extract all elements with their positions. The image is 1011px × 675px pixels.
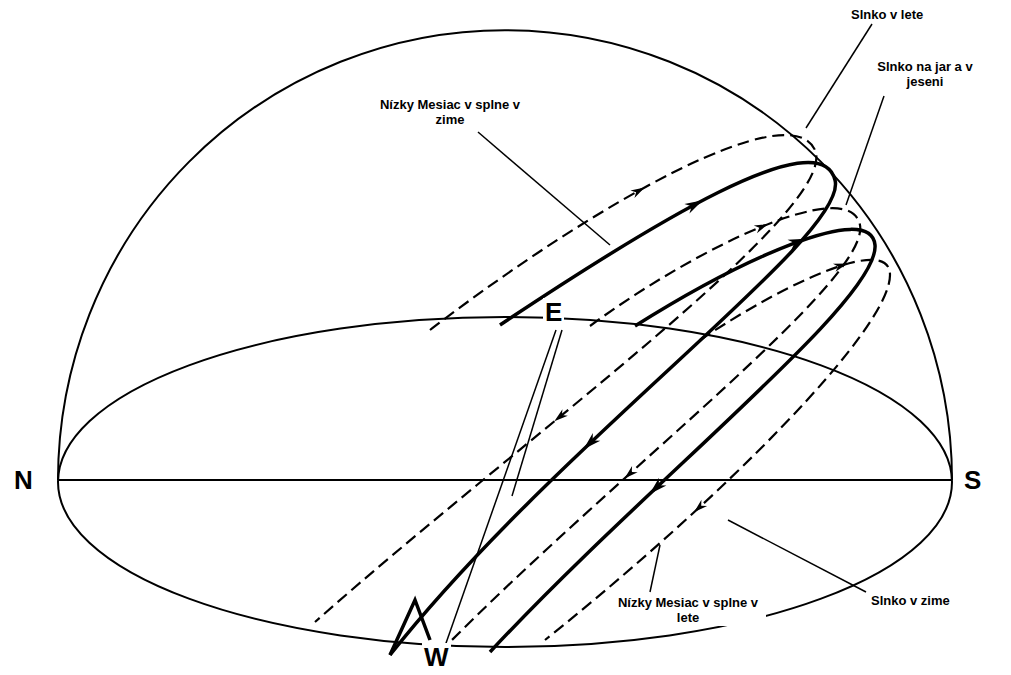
compass-letter: S bbox=[962, 466, 983, 494]
leader-line bbox=[846, 96, 884, 205]
arrowhead bbox=[754, 220, 770, 233]
sun-path-equinox bbox=[445, 208, 860, 647]
arrowhead bbox=[788, 234, 809, 250]
arrowhead bbox=[552, 409, 568, 424]
arrowhead bbox=[630, 184, 646, 198]
leader-line bbox=[806, 24, 872, 128]
compass-letter: N bbox=[12, 466, 35, 494]
sky-paths bbox=[315, 135, 890, 655]
arrowhead bbox=[580, 433, 600, 453]
compass-letter: E bbox=[543, 298, 564, 326]
path-label: Nízky Mesiac v splne v lete bbox=[610, 594, 766, 626]
arrowhead bbox=[833, 260, 849, 272]
leader-line bbox=[650, 545, 660, 592]
path-label: Nízky Mesiac v splne v zime bbox=[372, 96, 528, 128]
dome-arc bbox=[58, 30, 952, 480]
sun-path-winter bbox=[545, 260, 890, 640]
hemisphere-outline bbox=[58, 30, 952, 647]
arrowhead bbox=[646, 478, 667, 498]
moon-path-summer bbox=[490, 229, 875, 652]
arrowhead bbox=[684, 196, 705, 214]
moon-path-winter bbox=[390, 162, 836, 655]
arrowhead bbox=[622, 466, 638, 482]
north-south-line bbox=[58, 479, 952, 481]
path-label: Slnko v lete bbox=[848, 6, 926, 23]
east-leader bbox=[512, 330, 562, 496]
leader-lines bbox=[478, 24, 884, 592]
direction-arrows bbox=[552, 184, 849, 516]
leader-line bbox=[728, 520, 866, 592]
arrowhead bbox=[691, 500, 707, 516]
compass-letter: W bbox=[422, 643, 451, 671]
sun-path-summer bbox=[315, 135, 816, 622]
path-label: Slnko v zime bbox=[868, 592, 953, 609]
path-label: Slnko na jar a v jeseni bbox=[872, 58, 978, 90]
leader-line bbox=[478, 132, 610, 245]
horizon-ellipse bbox=[58, 317, 952, 647]
